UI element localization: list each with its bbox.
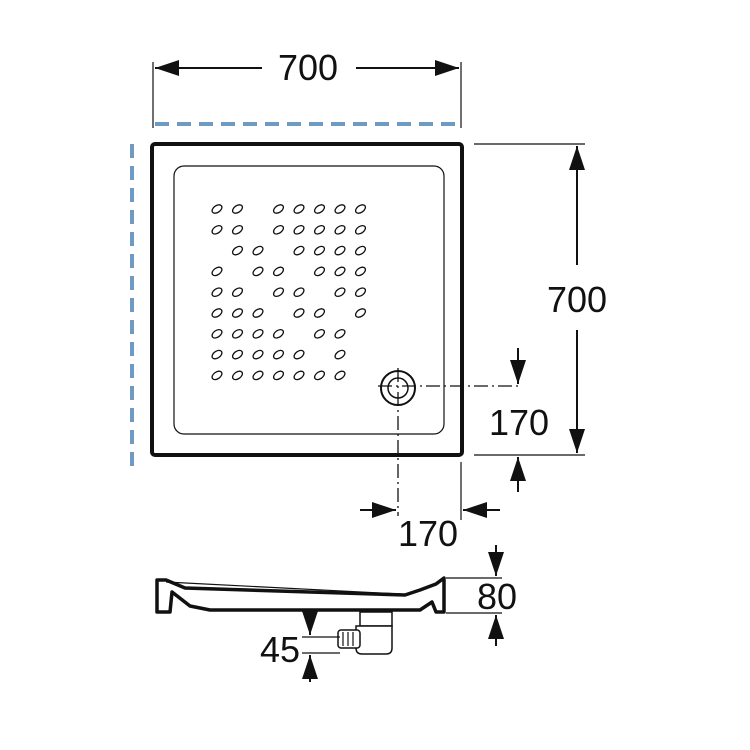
anti-slip-dot xyxy=(272,287,285,298)
anti-slip-dot xyxy=(313,245,326,256)
anti-slip-dot xyxy=(211,224,223,235)
tray-plan xyxy=(150,142,464,457)
anti-slip-dot xyxy=(334,204,346,214)
anti-slip-dot xyxy=(272,266,285,277)
anti-slip-dot xyxy=(211,204,223,214)
anti-slip-dot xyxy=(334,287,346,298)
anti-slip-dot xyxy=(252,349,264,360)
anti-slip-dot xyxy=(272,349,285,360)
anti-slip-dot xyxy=(293,224,305,235)
depth-label: 700 xyxy=(547,279,607,320)
trap-height-label: 45 xyxy=(260,629,300,670)
anti-slip-dot xyxy=(354,308,367,318)
anti-slip-dot xyxy=(231,328,244,339)
anti-slip-dot xyxy=(293,204,305,214)
anti-slip-dot xyxy=(252,328,264,339)
anti-slip-dot xyxy=(252,245,264,256)
anti-slip-dot xyxy=(272,204,285,214)
anti-slip-dot xyxy=(211,328,223,339)
anti-slip-dot xyxy=(231,287,244,298)
anti-slip-dot xyxy=(354,245,367,256)
anti-slip-dot xyxy=(334,245,346,256)
anti-slip-dot xyxy=(354,266,367,277)
anti-slip-dot xyxy=(293,245,305,256)
anti-slip-dot xyxy=(272,328,285,339)
anti-slip-pattern xyxy=(211,204,367,381)
anti-slip-dot xyxy=(334,266,346,277)
anti-slip-dot xyxy=(293,287,305,298)
depth-dimension: 700 xyxy=(474,143,607,456)
width-dimension: 700 xyxy=(152,47,462,128)
anti-slip-dot xyxy=(334,349,346,360)
anti-slip-dot xyxy=(354,224,367,235)
width-label: 700 xyxy=(278,47,338,88)
anti-slip-dot xyxy=(334,328,346,339)
anti-slip-dot xyxy=(211,370,223,381)
anti-slip-dot xyxy=(334,224,346,235)
anti-slip-dot xyxy=(231,245,244,256)
anti-slip-dot xyxy=(231,204,244,214)
height-dimension: 80 xyxy=(446,545,517,646)
anti-slip-dot xyxy=(211,266,223,277)
anti-slip-dot xyxy=(211,287,223,298)
anti-slip-dot xyxy=(293,370,305,381)
anti-slip-dot xyxy=(231,308,244,318)
anti-slip-dot xyxy=(231,349,244,360)
anti-slip-dot xyxy=(334,370,346,381)
anti-slip-dot xyxy=(293,349,305,360)
anti-slip-dot xyxy=(313,328,326,339)
anti-slip-dot xyxy=(211,349,223,360)
anti-slip-dot xyxy=(231,224,244,235)
anti-slip-dot xyxy=(313,224,326,235)
anti-slip-dot xyxy=(313,308,326,318)
anti-slip-dot xyxy=(272,224,285,235)
drain-trap xyxy=(337,611,393,655)
anti-slip-dot xyxy=(252,308,264,318)
tray-section xyxy=(155,576,446,655)
anti-slip-dot xyxy=(293,308,305,318)
height-label: 80 xyxy=(477,576,517,617)
drain-offset-x-label: 170 xyxy=(398,513,458,554)
trap-height-dimension: 45 xyxy=(260,611,340,682)
anti-slip-dot xyxy=(313,266,326,277)
anti-slip-dot xyxy=(354,204,367,214)
anti-slip-dot xyxy=(252,266,264,277)
anti-slip-dot xyxy=(313,204,326,214)
anti-slip-dot xyxy=(354,287,367,298)
anti-slip-dot xyxy=(313,370,326,381)
drain-offset-x-dimension: 170 xyxy=(360,462,500,554)
drain-offset-y-label: 170 xyxy=(489,402,549,443)
drain-offset-y-dimension: 170 xyxy=(489,348,549,492)
anti-slip-dot xyxy=(211,308,223,318)
anti-slip-dot xyxy=(252,370,264,381)
anti-slip-dot xyxy=(272,370,285,381)
anti-slip-dot xyxy=(231,370,244,381)
